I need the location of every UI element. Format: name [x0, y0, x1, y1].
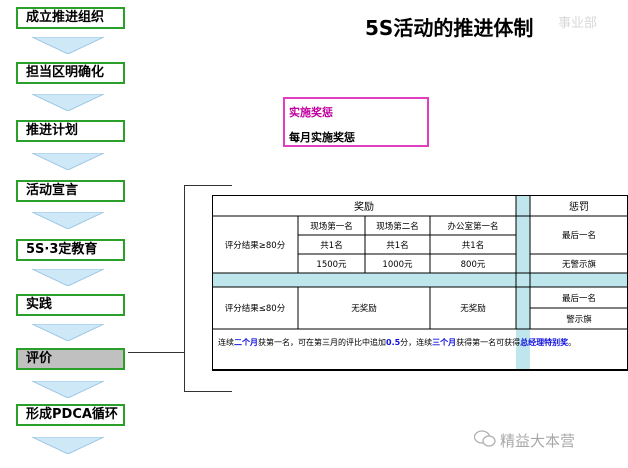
down-arrow-icon — [32, 437, 104, 454]
note-text: 分，连续 — [400, 338, 433, 347]
amount-site-second: 1000元 — [382, 259, 413, 270]
rank-site-first: 现场第一名 — [310, 221, 353, 232]
penalty-warning-flag: 警示旗 — [566, 314, 592, 325]
page-title: 5S活动的推进体制 — [365, 16, 534, 40]
watermark-text: 精益大本营 — [500, 432, 576, 450]
note-highlight: 三个月 — [432, 338, 457, 347]
reward-penalty-table: 奖励 惩罚 评分结果≥80分 现场第一名 现场第二名 办公室第一名 共1名 共1… — [212, 195, 628, 371]
penalty-last-place-2: 最后一名 — [561, 293, 596, 304]
step-activity-declaration: 活动宣言 — [16, 180, 125, 202]
reward-header: 奖励 — [354, 202, 374, 213]
note-text: 获第一名，可在第三月的评比中追加 — [258, 338, 386, 347]
rank-site-second: 现场第二名 — [376, 221, 419, 232]
count-office-first: 共1名 — [461, 240, 485, 251]
step-pdca-cycle: 形成PDCA循环 — [16, 404, 125, 426]
note-text: 。 — [568, 338, 577, 347]
row-label-above-80: 评分结果≥80分 — [224, 240, 286, 251]
step-promotion-plan: 推进计划 — [16, 120, 125, 142]
no-reward-office: 无奖励 — [460, 304, 486, 314]
down-arrow-icon — [32, 269, 104, 286]
penalty-header: 惩罚 — [569, 202, 589, 213]
wechat-icon — [474, 430, 496, 447]
row-label-below-80: 评分结果≤80分 — [224, 304, 286, 314]
connector-line — [128, 352, 184, 353]
down-arrow-icon — [32, 324, 104, 341]
penalty-last-place: 最后一名 — [561, 231, 596, 241]
down-arrow-icon — [32, 37, 104, 54]
amount-site-first: 1500元 — [316, 259, 347, 270]
down-arrow-icon — [32, 94, 104, 111]
reward-penalty-subtitle: 每月实施奖惩 — [289, 131, 355, 144]
down-arrow-icon — [32, 381, 104, 398]
step-define-responsibility-areas: 担当区明确化 — [16, 62, 125, 84]
down-arrow-icon — [32, 153, 104, 170]
table-note: 连续二个月获第一名，可在第三月的评比中追加0.5分，连续三个月获得第一名可获得总… — [218, 336, 624, 350]
department-label: 事业部 — [558, 16, 598, 31]
reward-penalty-box: 实施奖惩 每月实施奖惩 — [283, 97, 429, 147]
step-evaluation: 评价 — [16, 348, 125, 370]
step-practice: 实践 — [16, 294, 125, 316]
rank-office-first: 办公室第一名 — [447, 221, 499, 232]
amount-office-first: 800元 — [460, 259, 486, 270]
note-text: 获得第一名可获得 — [456, 338, 521, 347]
note-highlight: 二个月 — [234, 338, 258, 347]
bracket-line — [184, 185, 232, 392]
table-grid — [212, 195, 628, 371]
count-site-first: 共1名 — [320, 240, 343, 251]
reward-penalty-title: 实施奖惩 — [289, 106, 333, 119]
note-text: 连续 — [218, 338, 234, 347]
down-arrow-icon — [32, 212, 104, 229]
count-site-second: 共1名 — [386, 240, 409, 251]
note-highlight: 0.5 — [386, 338, 401, 347]
step-5s-3d-education: 5S·3定教育 — [16, 239, 125, 261]
no-reward-site: 无奖励 — [351, 304, 377, 314]
note-highlight: 总经理特别奖 — [520, 338, 569, 347]
penalty-no-warning-flag: 无警示旗 — [561, 259, 596, 270]
step-establish-organization: 成立推进组织 — [16, 7, 125, 29]
